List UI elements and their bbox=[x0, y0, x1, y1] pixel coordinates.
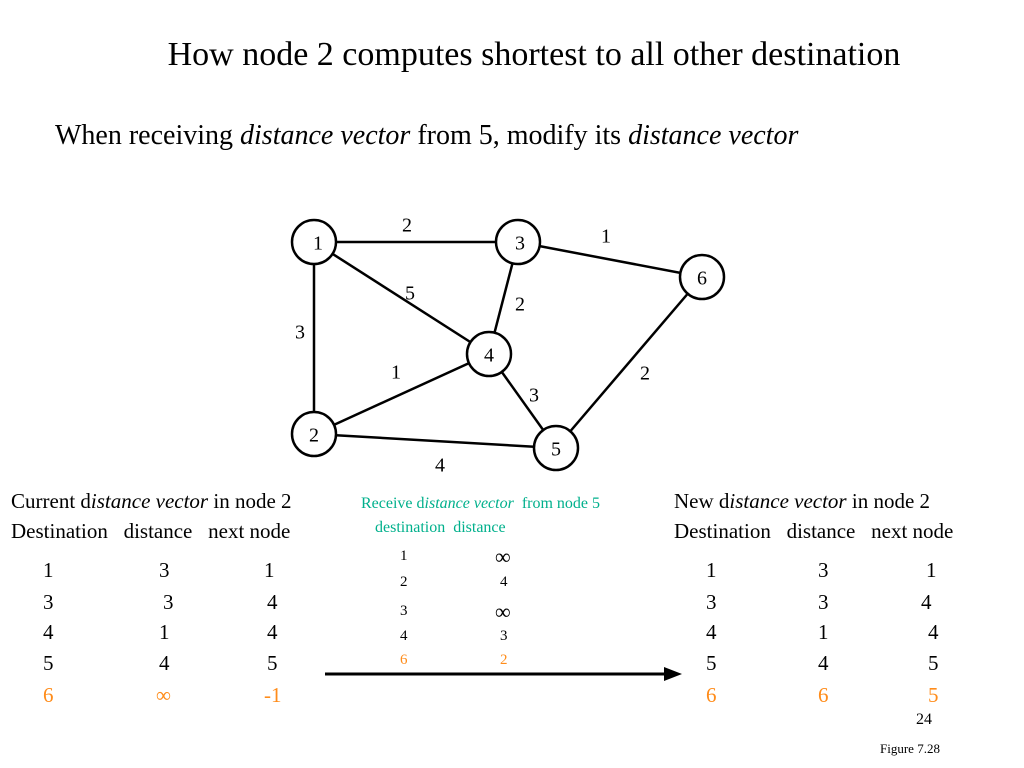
edge-weight-1-2: 3 bbox=[295, 322, 305, 344]
received-row-1-destination: 2 bbox=[400, 574, 408, 590]
node-circle-4 bbox=[465, 330, 513, 378]
subtitle-part2: distance vector bbox=[240, 120, 411, 151]
current-row-2-destination: 4 bbox=[43, 620, 54, 644]
edge-labels-layer: 2 1 5 2 3 1 3 2 4 bbox=[295, 215, 650, 477]
received-heading-italic: istance vector bbox=[424, 495, 514, 512]
new-heading-suffix: in node 2 bbox=[846, 489, 931, 513]
new-row-0-next-node: 1 bbox=[926, 558, 937, 582]
received-heading-suffix: from node 5 bbox=[513, 495, 601, 512]
new-row-4-next-node: 5 bbox=[928, 683, 939, 707]
new-row-3-destination: 5 bbox=[706, 651, 717, 675]
current-heading-suffix: in node 2 bbox=[208, 489, 292, 513]
new-row-0-destination: 1 bbox=[706, 558, 717, 582]
update-arrow bbox=[325, 667, 682, 681]
node-circle-6 bbox=[678, 253, 726, 301]
current-row-3-next-node: 5 bbox=[267, 651, 278, 675]
edge-3-6 bbox=[517, 240, 703, 279]
edge-weight-6-5: 2 bbox=[640, 363, 650, 385]
new-row-1-next-node: 4 bbox=[921, 590, 932, 614]
edge-weight-4-5: 3 bbox=[529, 385, 539, 407]
current-row-4-next-node: -1 bbox=[264, 683, 282, 707]
received-row-4-destination: 6 bbox=[400, 652, 408, 668]
received-row-0-distance: ∞ bbox=[495, 544, 511, 569]
current-row-4-destination: 6 bbox=[43, 683, 54, 707]
current-heading-prefix: Current d bbox=[11, 489, 91, 513]
current-heading-italic: istance vector bbox=[90, 489, 209, 513]
current-row-2-distance: 1 bbox=[159, 620, 170, 644]
new-row-2-destination: 4 bbox=[706, 620, 717, 644]
edge-2-4 bbox=[313, 352, 490, 436]
node-2: 2 bbox=[290, 410, 338, 458]
received-table-heading: Receive distance vector from node 5 bbox=[361, 495, 600, 513]
edge-weight-3-4: 2 bbox=[515, 294, 525, 316]
slide-title: How node 2 computes shortest to all othe… bbox=[167, 36, 901, 73]
node-5: 5 bbox=[532, 424, 580, 472]
edge-2-5 bbox=[313, 432, 557, 450]
nodes-layer: 1 2 3 4 5 6 bbox=[290, 218, 726, 472]
current-row-0-destination: 1 bbox=[43, 558, 54, 582]
subtitle-part4: distance vector bbox=[628, 120, 799, 151]
node-3: 3 bbox=[494, 218, 542, 266]
node-circle-2 bbox=[290, 410, 338, 458]
current-row-4-distance: ∞ bbox=[156, 683, 171, 707]
current-table-col-headers: Destination distance next node bbox=[11, 519, 291, 543]
received-table-col-headers: destination distance bbox=[375, 519, 506, 536]
node-circle-5 bbox=[532, 424, 580, 472]
current-row-1-next-node: 4 bbox=[267, 590, 278, 614]
node-label-4: 4 bbox=[484, 345, 494, 367]
node-6: 6 bbox=[678, 253, 726, 301]
received-row-2-destination: 3 bbox=[400, 603, 408, 619]
received-row-1-distance: 4 bbox=[500, 574, 508, 590]
current-row-3-distance: 4 bbox=[159, 651, 170, 675]
new-row-1-distance: 3 bbox=[818, 590, 829, 614]
current-row-1-distance: 3 bbox=[163, 590, 174, 614]
new-row-3-distance: 4 bbox=[818, 651, 829, 675]
page-number: 24 bbox=[916, 711, 932, 728]
current-row-0-next-node: 1 bbox=[264, 558, 275, 582]
received-row-4-distance: 2 bbox=[500, 652, 508, 668]
node-label-3: 3 bbox=[515, 233, 525, 255]
new-heading-prefix: New d bbox=[674, 489, 730, 513]
new-row-4-distance: 6 bbox=[818, 683, 829, 707]
slide-subtitle: When receiving distance vector from 5, m… bbox=[55, 120, 798, 152]
edge-weight-2-4: 1 bbox=[391, 362, 401, 384]
edge-1-4 bbox=[313, 240, 490, 356]
current-row-2-next-node: 4 bbox=[267, 620, 278, 644]
node-circle-1 bbox=[290, 218, 338, 266]
node-circle-3 bbox=[494, 218, 542, 266]
node-label-1: 1 bbox=[313, 233, 323, 255]
node-4: 4 bbox=[465, 330, 513, 378]
new-row-1-destination: 3 bbox=[706, 590, 717, 614]
new-heading-italic: istance vector bbox=[729, 489, 847, 513]
new-row-0-distance: 3 bbox=[818, 558, 829, 582]
new-row-4-destination: 6 bbox=[706, 683, 717, 707]
received-row-2-distance: ∞ bbox=[495, 599, 511, 624]
subtitle-part1: When receiving bbox=[55, 120, 241, 151]
current-row-1-destination: 3 bbox=[43, 590, 54, 614]
current-table-heading: Current distance vector in node 2 bbox=[11, 489, 292, 514]
edge-weight-3-6: 1 bbox=[601, 226, 611, 248]
new-table-heading: New distance vector in node 2 bbox=[674, 489, 930, 514]
current-row-3-destination: 5 bbox=[43, 651, 54, 675]
subtitle-part3: from 5, modify its bbox=[410, 120, 629, 151]
received-row-3-distance: 3 bbox=[500, 628, 508, 644]
received-heading-prefix: Receive d bbox=[361, 495, 425, 512]
node-label-6: 6 bbox=[697, 268, 707, 290]
new-row-2-distance: 1 bbox=[818, 620, 829, 644]
node-label-2: 2 bbox=[309, 425, 319, 447]
new-table-col-headers: Destination distance next node bbox=[674, 519, 954, 543]
edge-weight-1-4: 5 bbox=[405, 283, 415, 305]
node-1: 1 bbox=[290, 218, 338, 266]
current-row-0-distance: 3 bbox=[159, 558, 170, 582]
new-row-2-next-node: 4 bbox=[928, 620, 939, 644]
node-label-5: 5 bbox=[551, 439, 561, 461]
received-row-3-destination: 4 bbox=[400, 628, 408, 644]
figure-label: Figure 7.28 bbox=[880, 741, 940, 756]
new-row-3-next-node: 5 bbox=[928, 651, 939, 675]
edge-6-5 bbox=[555, 276, 703, 449]
edge-weight-1-3: 2 bbox=[402, 215, 412, 237]
received-row-0-destination: 1 bbox=[400, 548, 408, 564]
edge-weight-2-5: 4 bbox=[435, 455, 445, 477]
